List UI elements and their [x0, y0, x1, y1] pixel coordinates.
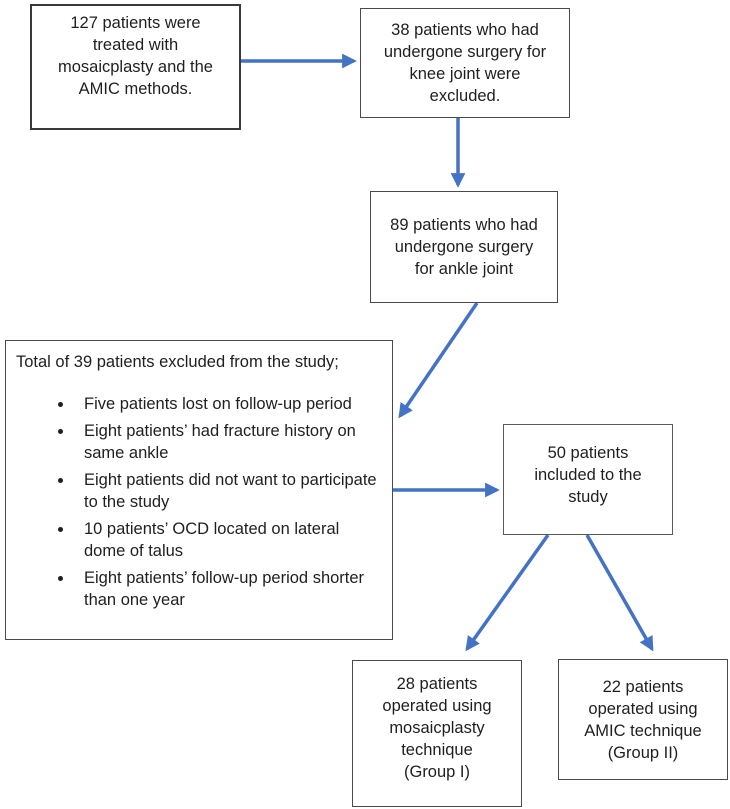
arrow-included-to-group1 — [465, 533, 550, 652]
exclusion-bullet: Five patients lost on follow-up period — [74, 393, 380, 415]
exclusion-title: Total of 39 patients excluded from the s… — [16, 353, 339, 371]
exclusion-bullet: 10 patients’ OCD located on lateral dome… — [74, 518, 380, 562]
exclusion-bullet-list: Five patients lost on follow-up period E… — [16, 393, 384, 611]
arrow-included-to-group2 — [585, 534, 654, 652]
exclusion-bullet: Eight patients’ had fracture history on … — [74, 420, 380, 464]
exclusion-bullet: Eight patients’ follow-up period shorter… — [74, 567, 380, 611]
box-exclusion-list: Total of 39 patients excluded from the s… — [5, 340, 393, 640]
arrow-ankle-to-excluded — [398, 302, 479, 419]
exclusion-bullet: Eight patients did not want to participa… — [74, 469, 380, 513]
